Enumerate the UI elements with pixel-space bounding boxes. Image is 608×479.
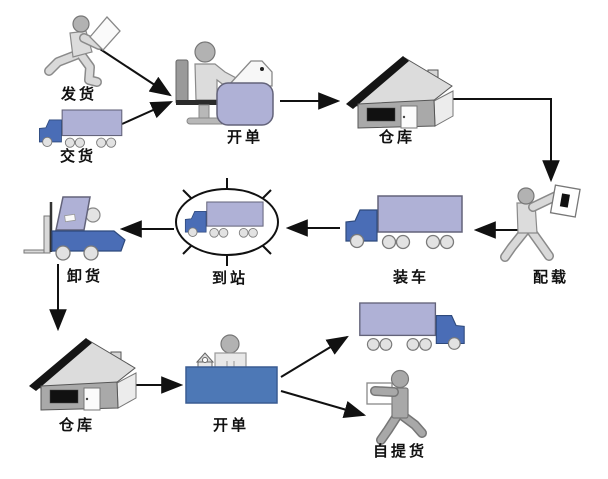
load-planning-label: 配载 <box>533 268 569 286</box>
loading-label: 装车 <box>392 268 429 286</box>
arrival-label: 到站 <box>212 269 248 287</box>
dispatch-label: 发货 <box>60 85 97 103</box>
outbound-truck-icon <box>359 302 465 351</box>
load-planning-person-icon <box>500 184 581 262</box>
arrow-dispatch-to-billing <box>99 48 172 97</box>
self-pickup-label: 自提货 <box>373 442 427 460</box>
warehouse-top-label: 仓库 <box>378 128 415 146</box>
arrow-warehouse-to-loadplanning <box>452 98 560 183</box>
delivery-label: 交货 <box>60 147 96 165</box>
warehouse-top-icon <box>345 55 454 129</box>
arrival-truck-icon <box>175 178 279 266</box>
warehouse-bottom-icon <box>28 337 137 411</box>
billing-bottom-label: 开单 <box>213 416 249 434</box>
arrow-billing2-to-pickup <box>280 390 367 418</box>
unloading-forklift-icon <box>23 196 126 261</box>
dispatch-runner-icon <box>44 15 121 87</box>
unloading-label: 卸货 <box>67 267 103 285</box>
billing-top-label: 开单 <box>227 128 263 146</box>
loading-truck-icon <box>345 195 463 250</box>
self-pickup-person-icon <box>366 369 427 445</box>
arrow-billing2-to-truck <box>280 335 349 378</box>
billing-top-clerk-icon <box>175 41 274 126</box>
arrow-delivery-to-billing <box>121 101 174 125</box>
warehouse-bottom-label: 仓库 <box>58 416 95 434</box>
billing-bottom-desk-icon <box>185 334 278 404</box>
delivery-truck-icon <box>38 109 123 148</box>
